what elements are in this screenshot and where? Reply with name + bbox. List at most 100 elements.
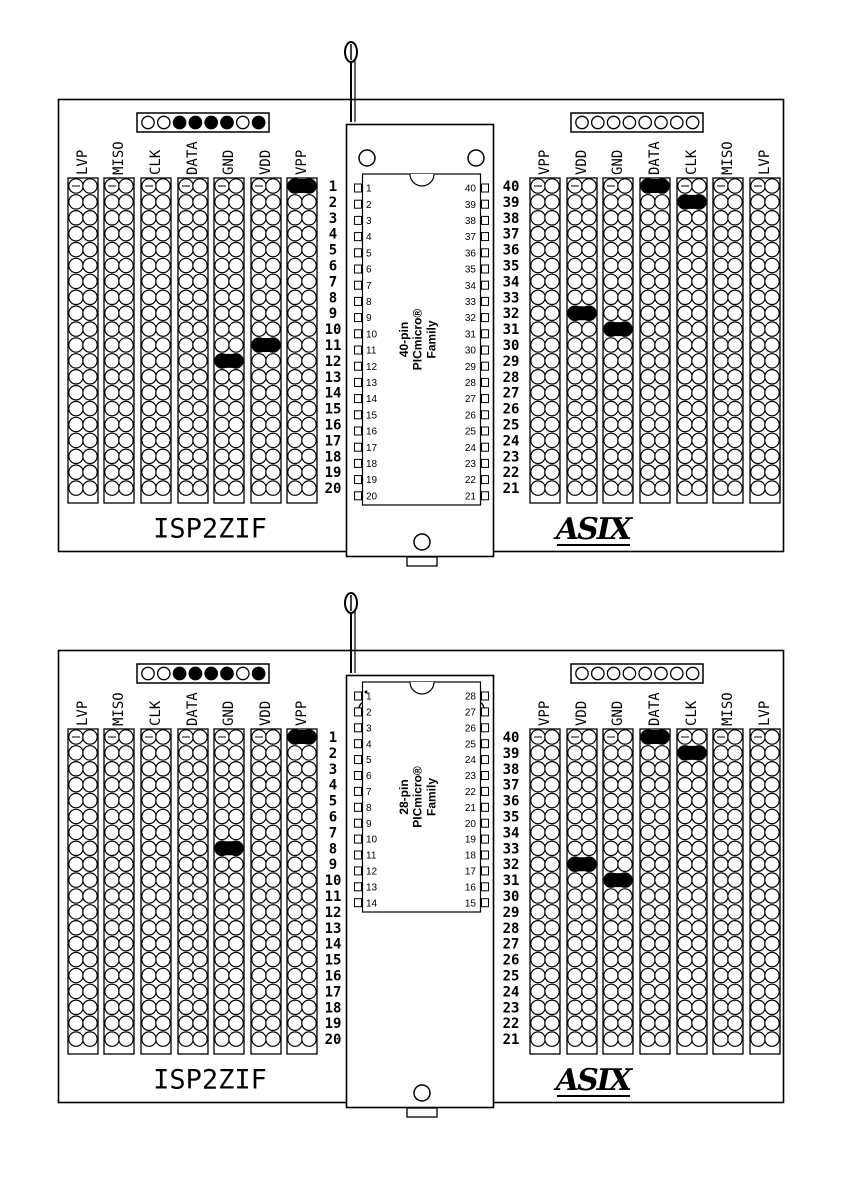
pin-hole: [287, 935, 303, 952]
pin-hole: [581, 760, 597, 777]
pin-hole: [603, 824, 619, 841]
pin-hole: [251, 935, 267, 952]
pin-hole: [530, 464, 546, 480]
right-row-number: 37: [503, 227, 520, 243]
pin-hole: [301, 840, 317, 857]
pin-hole: [691, 241, 707, 258]
pin-hole: [677, 432, 693, 449]
pin-hole: [214, 400, 230, 417]
pin-hole: [750, 776, 766, 793]
pin-hole: [727, 432, 743, 449]
pin-hole: [141, 416, 157, 433]
pin-hole: [617, 273, 633, 290]
pin-hole: [713, 840, 729, 857]
pin-hole: [118, 776, 134, 793]
pin-hole: [68, 241, 84, 258]
pin-hole: [104, 983, 120, 1000]
chip-pin-label-right: 24: [465, 443, 477, 454]
pin-hole: [301, 1015, 317, 1031]
pin-hole: [178, 935, 194, 952]
pin-hole: [68, 225, 84, 242]
pin-hole: [617, 760, 633, 777]
pin-hole: [750, 464, 766, 480]
pin-hole: [727, 241, 743, 258]
chip-pin-label-right: 40: [465, 184, 477, 195]
chip-pin-pad: [354, 394, 362, 404]
left-header-lvp: LVP: [75, 701, 91, 726]
pin-hole: [654, 904, 670, 920]
pin-hole: [677, 1015, 693, 1031]
pin-hole: [287, 321, 303, 337]
pin-hole: [567, 983, 583, 1000]
chip-pin-pad: [354, 818, 362, 828]
pin-hole: [141, 824, 157, 841]
pin-hole: [82, 225, 98, 242]
pin-hole: [691, 432, 707, 449]
pin-hole: [544, 273, 560, 290]
pin-hole: [677, 872, 693, 888]
pin-hole: [581, 1031, 597, 1047]
right-strip-vdd: [566, 728, 598, 1055]
pin-hole: [654, 368, 670, 385]
left-row-number: 13: [325, 921, 342, 937]
right-isp-connector: [570, 112, 704, 133]
pin-hole: [713, 856, 729, 872]
chip-pin-pad: [481, 458, 489, 468]
chip-pin-pad: [481, 491, 489, 501]
pin-hole: [713, 888, 729, 904]
right-header-data: DATA: [647, 692, 663, 726]
jumper-clk: [678, 194, 706, 209]
pin-hole: [691, 840, 707, 857]
pin-hole: [192, 384, 208, 401]
chip-body: [361, 173, 482, 506]
pin-hole: [118, 432, 134, 449]
pin-hole: [713, 321, 729, 337]
chip-pin-label-left: 2: [366, 708, 372, 719]
right-strip-clk: [676, 177, 708, 504]
pin-hole: [617, 967, 633, 984]
pin-hole: [82, 888, 98, 904]
pin-hole: [750, 194, 766, 210]
pin-hole: [581, 241, 597, 258]
pin-hole: [265, 400, 281, 417]
pin-hole: [228, 225, 244, 242]
chip-pin-label-left: 12: [366, 867, 378, 878]
chip-pin-label-left: 3: [366, 723, 372, 734]
pin-hole: [567, 273, 583, 290]
pin-hole: [764, 464, 780, 480]
chip-pin-label-right: 21: [465, 491, 477, 502]
pin-hole: [603, 480, 619, 496]
chip-pin-label-left: 10: [366, 329, 378, 340]
pin-hole: [713, 464, 729, 480]
pin-hole: [104, 353, 120, 369]
left-row-number: 12: [325, 905, 342, 921]
pin-hole: [603, 840, 619, 857]
pin-hole: [617, 337, 633, 353]
pin-hole: [617, 464, 633, 480]
pin-hole: [214, 480, 230, 496]
pin-hole: [287, 1031, 303, 1047]
pin-hole: [155, 448, 171, 465]
chip-pin-pad: [354, 802, 362, 812]
pin-hole: [192, 1015, 208, 1031]
left-row-number: 7: [329, 274, 337, 290]
pin-hole: [567, 824, 583, 841]
pin-hole: [287, 337, 303, 353]
pin-hole: [691, 384, 707, 401]
pin-hole: [727, 210, 743, 226]
pin-hole: [228, 384, 244, 401]
pin-hole: [287, 194, 303, 210]
pin-hole: [118, 999, 134, 1016]
pin-hole: [750, 337, 766, 353]
pin-hole: [82, 384, 98, 401]
pin-hole: [544, 432, 560, 449]
chip-pin-label-left: 17: [366, 443, 378, 454]
left-row-number: 4: [329, 778, 337, 794]
pin-hole: [104, 194, 120, 210]
pin-hole: [301, 321, 317, 337]
pin-hole: [228, 432, 244, 449]
chip-pin-label-left: 14: [366, 394, 378, 405]
pin-hole: [530, 1015, 546, 1031]
chip-pin-label-left: 4: [366, 739, 372, 750]
